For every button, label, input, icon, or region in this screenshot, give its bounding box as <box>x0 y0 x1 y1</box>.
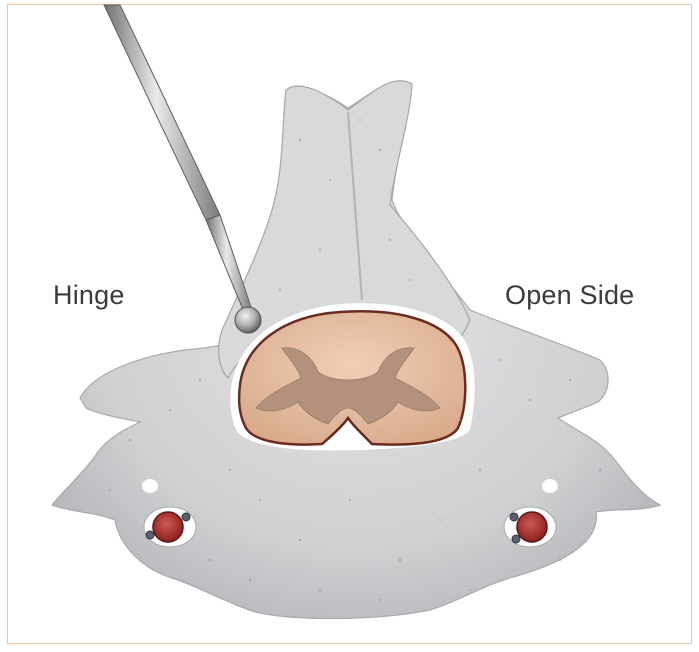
open-side-label: Open Side <box>505 280 634 311</box>
right-vertebral-artery <box>517 512 547 542</box>
right-vein-dot <box>510 513 518 521</box>
probe-shaft <box>104 5 220 220</box>
surgical-probe <box>104 5 261 333</box>
right-vein-dot <box>512 535 520 543</box>
left-vein-dot <box>146 531 154 539</box>
left-vertebral-artery <box>153 512 183 542</box>
hinge-label: Hinge <box>53 280 125 311</box>
probe-tip <box>206 215 252 312</box>
probe-ball <box>235 307 261 333</box>
left-notch <box>142 479 158 493</box>
right-notch <box>542 479 558 493</box>
left-vein-dot <box>182 513 190 521</box>
